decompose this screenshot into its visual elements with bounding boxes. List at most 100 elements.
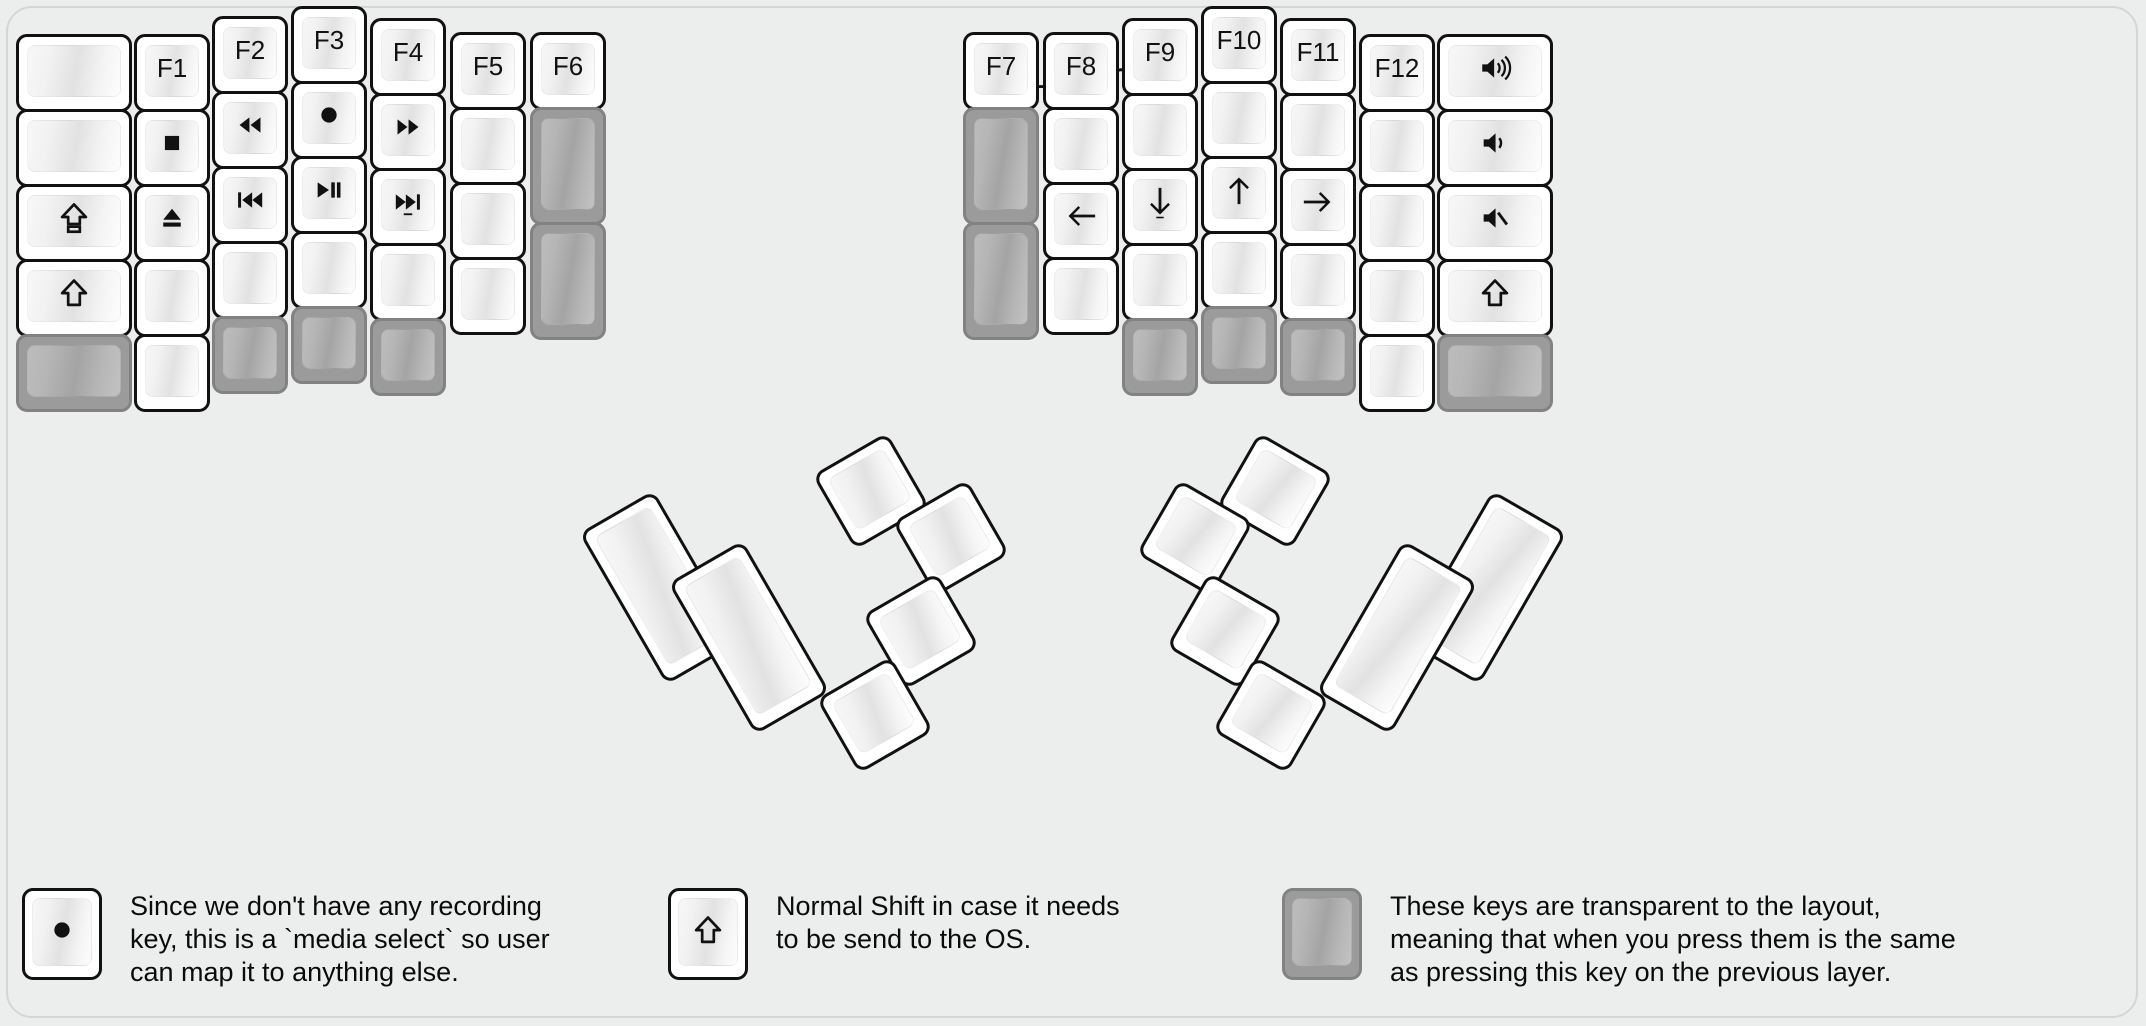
key-col-index-1-f4[interactable]: F4 (370, 18, 446, 96)
key-cap (145, 45, 199, 97)
key-label (215, 244, 285, 306)
key-cap (974, 233, 1028, 325)
key-label (1283, 321, 1353, 383)
key-label (1046, 260, 1116, 322)
key-col-inner-4[interactable] (450, 257, 526, 335)
media-record-icon (294, 84, 364, 146)
key-col-ring-3-media-previous[interactable] (212, 166, 288, 244)
key-cap (1448, 270, 1542, 322)
key-col-pinky-3-media-eject[interactable] (134, 184, 210, 262)
key-cap (1291, 179, 1345, 231)
key-col-innermost-2[interactable] (530, 107, 606, 225)
key-col-middle-5[interactable] (1201, 306, 1277, 384)
key-col-ring-3-arrow-right[interactable] (1280, 168, 1356, 246)
key-col-index-3-media-next[interactable] (370, 168, 446, 246)
key-col-pinky-1-f1[interactable]: F1 (134, 34, 210, 112)
key-col-pinky-outer-2-volume-down[interactable] (1437, 109, 1553, 187)
key-col-index-1-f9[interactable]: F9 (1122, 18, 1198, 96)
key-col-pinky-outer-1-volume-up[interactable] (1437, 34, 1553, 112)
key-col-middle-4[interactable] (1201, 231, 1277, 309)
key-col-middle-3-media-play-pause[interactable] (291, 156, 367, 234)
key-col-innermost-3[interactable] (530, 222, 606, 340)
key-label: F6 (552, 51, 584, 81)
key-cap (1133, 254, 1187, 306)
key-label: F8 (1065, 51, 1097, 81)
key-label (1125, 246, 1195, 308)
key-col-pinky-2-media-stop[interactable] (134, 109, 210, 187)
key-cap (1291, 104, 1345, 156)
key-col-middle-4[interactable] (291, 231, 367, 309)
key-col-middle-5[interactable] (291, 306, 367, 384)
key-label (1125, 321, 1195, 383)
key-col-innermost-1-f7[interactable]: F7 (963, 32, 1039, 110)
key-col-index-2-media-fast-forward[interactable] (370, 93, 446, 171)
key-col-pinky-5[interactable] (1359, 334, 1435, 412)
key-col-ring-1-f2[interactable]: F2 (212, 16, 288, 94)
key-col-index-2[interactable] (1122, 93, 1198, 171)
key-label (1283, 96, 1353, 158)
key-cap (223, 102, 277, 154)
legend-normal-shift: Normal Shift in case it needs to be send… (668, 888, 1248, 980)
key-label (1204, 84, 1274, 146)
key-col-ring-2-media-rewind[interactable] (212, 91, 288, 169)
key-col-innermost-2[interactable] (963, 107, 1039, 225)
key-col-pinky-5[interactable] (134, 334, 210, 412)
key-cap (27, 45, 121, 97)
key-col-inner-2[interactable] (450, 107, 526, 185)
key-col-pinky-outer-1[interactable] (16, 34, 132, 112)
key-col-inner-1-f8[interactable]: F8 (1043, 32, 1119, 110)
media-record-icon (25, 891, 99, 969)
key-col-index-5[interactable] (370, 318, 446, 396)
key-col-pinky-outer-4-shift[interactable] (16, 259, 132, 337)
key-label (453, 260, 523, 322)
arrow-up-icon (1204, 159, 1274, 221)
key-col-innermost-1-f6[interactable]: F6 (530, 32, 606, 110)
key-col-inner-4[interactable] (1043, 257, 1119, 335)
key-col-pinky-outer-4-shift[interactable] (1437, 259, 1553, 337)
key-label (453, 185, 523, 247)
key-col-pinky-2[interactable] (1359, 109, 1435, 187)
key-col-index-4[interactable] (1122, 243, 1198, 321)
key-col-middle-2[interactable] (1201, 81, 1277, 159)
key-cap (145, 270, 199, 322)
key-cap (1133, 29, 1187, 81)
key-col-ring-4[interactable] (1280, 243, 1356, 321)
key-col-index-3-arrow-down[interactable] (1122, 168, 1198, 246)
key-col-pinky-4[interactable] (1359, 259, 1435, 337)
legend-transparent-keys: These keys are transparent to the layout… (1282, 888, 2122, 989)
key-col-ring-5[interactable] (212, 316, 288, 394)
key-col-middle-1-f10[interactable]: F10 (1201, 6, 1277, 84)
key-col-middle-3-arrow-up[interactable] (1201, 156, 1277, 234)
key-col-pinky-4[interactable] (134, 259, 210, 337)
volume-mute-icon (1440, 187, 1550, 249)
key-col-ring-2[interactable] (1280, 93, 1356, 171)
key-label (1204, 234, 1274, 296)
key-col-inner-3[interactable] (450, 182, 526, 260)
legend-normal-shift-key-sample (668, 888, 748, 980)
key-col-pinky-outer-5[interactable] (1437, 334, 1553, 412)
key-col-pinky-1-f12[interactable]: F12 (1359, 34, 1435, 112)
key-label (137, 262, 207, 324)
key-col-pinky-outer-3-caps-lock[interactable] (16, 184, 132, 262)
key-cap (1054, 268, 1108, 320)
key-cap (1370, 120, 1424, 172)
key-col-middle-1-f3[interactable]: F3 (291, 6, 367, 84)
key-col-inner-3-arrow-left[interactable] (1043, 182, 1119, 260)
key-cap (145, 345, 199, 397)
key-cap (302, 17, 356, 69)
key-col-ring-5[interactable] (1280, 318, 1356, 396)
key-col-middle-2-media-record[interactable] (291, 81, 367, 159)
key-col-index-4[interactable] (370, 243, 446, 321)
key-col-pinky-outer-2[interactable] (16, 109, 132, 187)
key-col-innermost-3[interactable] (963, 222, 1039, 340)
key-col-index-5[interactable] (1122, 318, 1198, 396)
key-col-pinky-3[interactable] (1359, 184, 1435, 262)
key-col-inner-2[interactable] (1043, 107, 1119, 185)
key-cap (461, 193, 515, 245)
key-cap (1291, 254, 1345, 306)
key-col-inner-1-f5[interactable]: F5 (450, 32, 526, 110)
key-col-ring-4[interactable] (212, 241, 288, 319)
key-col-pinky-outer-5[interactable] (16, 334, 132, 412)
key-col-ring-1-f11[interactable]: F11 (1280, 18, 1356, 96)
key-col-pinky-outer-3-volume-mute[interactable] (1437, 184, 1553, 262)
